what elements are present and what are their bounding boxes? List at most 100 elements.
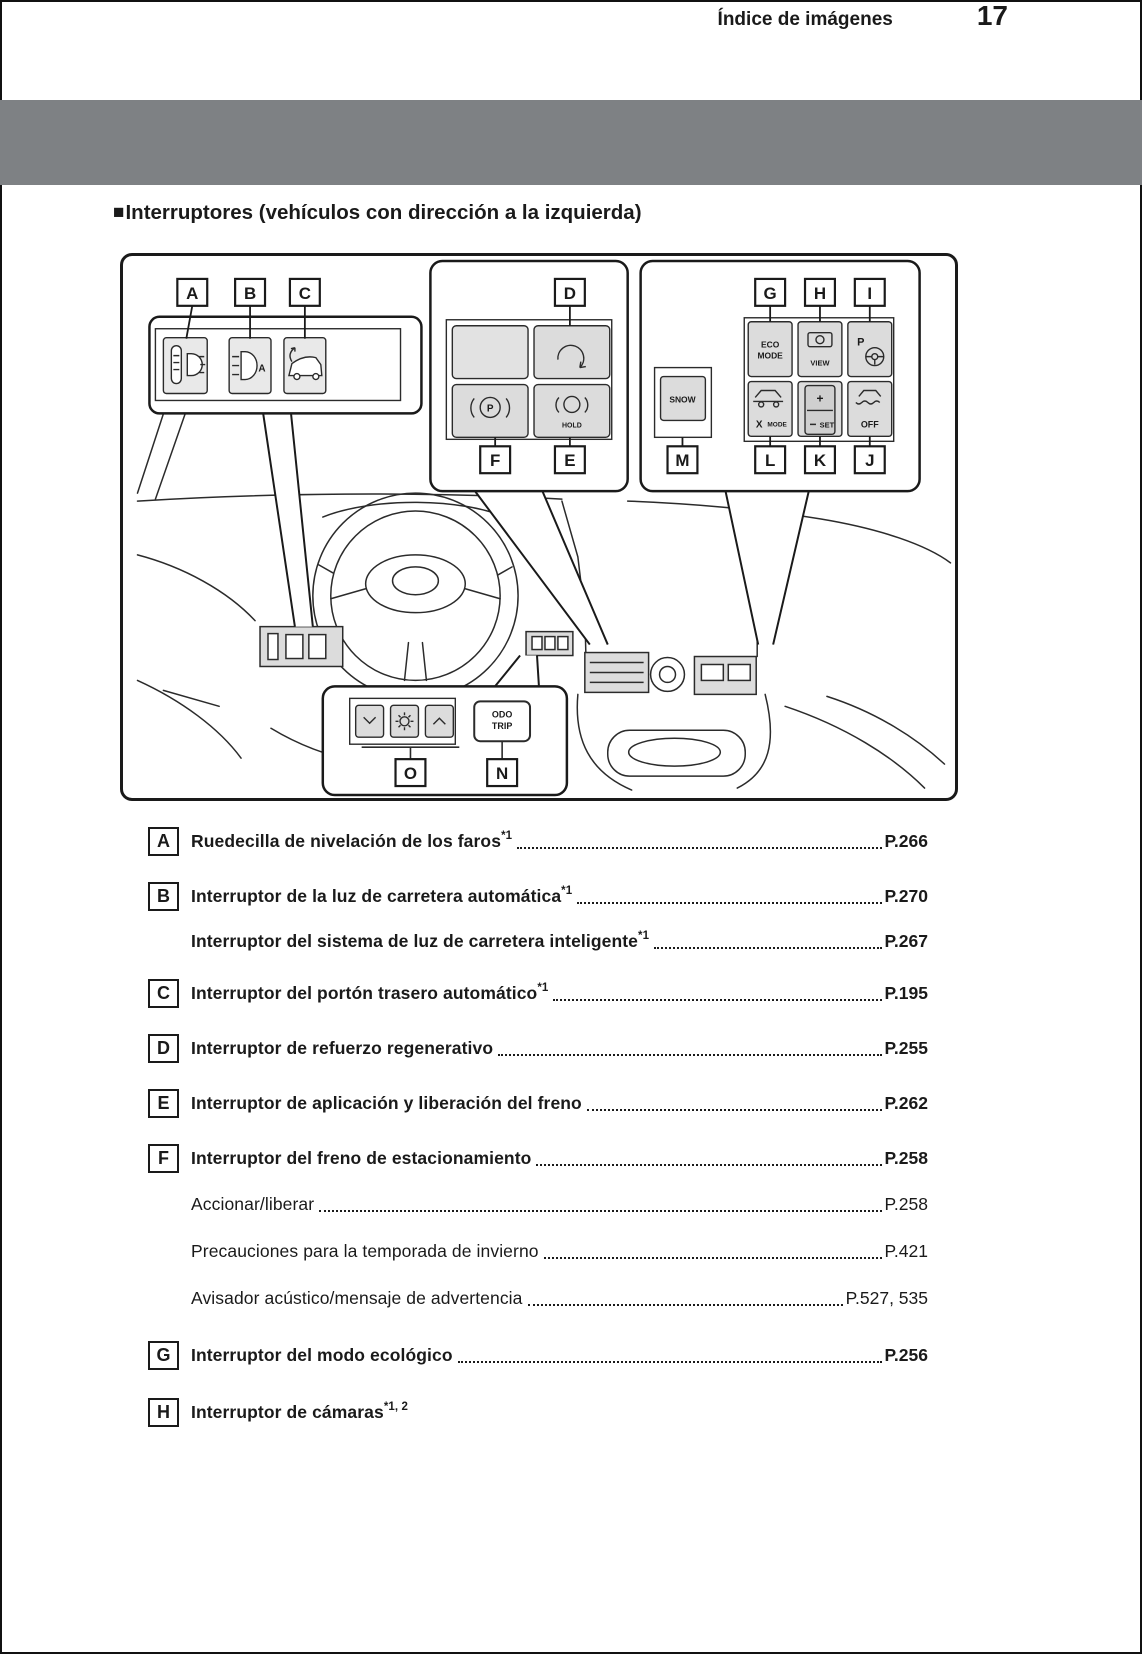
auto-a-glyph: A [258,364,265,375]
page-ref: P.195 [884,983,928,1003]
panel-ghi: ECO MODE VIEW P [653,317,895,443]
entry-text: Interruptor de refuerzo regenerativo [191,1038,494,1058]
slip-waves-icon [855,400,881,405]
high-beam-rays [232,355,240,376]
label-connectors [185,305,871,447]
xmode-car-icon [753,389,784,403]
x-mode-switch: X MODE [747,380,793,438]
switch-face-h [797,321,843,378]
switch-face-f [451,383,529,439]
index-letter-box-f: F [148,1144,179,1173]
chevron-down-icon [363,716,377,725]
off-label: OFF [861,419,879,429]
xmode-wheel-1 [757,401,765,408]
index-subrow-f3: Avisador acústico/mensaje de advertencia… [148,1284,928,1313]
label-box-d [553,277,586,307]
tail-def [473,489,609,646]
section-bullet-icon: ■ [113,202,125,223]
index-row-a: A Ruedecilla de nivelación de los faros*… [148,827,928,856]
label-box-m [666,445,699,475]
console-switch-cluster [584,651,757,696]
wheel-hub-cap [391,566,440,596]
dot-leader [553,998,882,1001]
tail-ghi-fill [725,490,810,645]
footnote-ref: *1 [638,930,650,943]
letter-spacer [148,1237,179,1266]
label-h: H [814,284,826,303]
label-box-g [754,277,787,307]
index-letter-box-g: G [148,1341,179,1370]
dot-leader [654,946,882,949]
wheel-spoke-right [464,588,501,600]
console-btn-2 [727,663,751,682]
label-box-h [803,277,837,307]
tail-ghi [724,489,810,645]
index-letter-box-c: C [148,979,179,1008]
cup-holder [627,737,722,767]
entry-text: Precauciones para la temporada de invier… [191,1241,539,1261]
switch-diagram-svg: A [136,259,952,797]
entry-text: Interruptor del sistema de luz de carret… [191,931,639,951]
dot-leader [536,1163,882,1166]
entry-label: Ruedecilla de nivelación de los faros*1 [191,830,512,852]
leveling-dial-icon [170,344,183,385]
switch-face-d [533,325,611,380]
view-label: VIEW [810,359,830,368]
dot-leader [517,846,882,849]
index-subrow-f2: Precauciones para la temporada de invier… [148,1237,928,1266]
dot-leader [527,1303,843,1306]
footnote-ref: *1 [561,885,573,898]
label-letters: A B C D G H I F E M L K J O N [186,284,874,783]
entry-label: Precauciones para la temporada de invier… [191,1241,539,1262]
page-ref: P.266 [884,831,928,851]
wheel-hub [364,554,467,614]
odo-trip-face [473,700,532,743]
steering-wheel [312,492,519,700]
car-wheel-2 [312,372,320,381]
set-plus: + [816,391,823,405]
page-ref: P.255 [884,1038,928,1058]
index-letter-box-d: D [148,1034,179,1063]
page-ref: P.256 [884,1345,928,1365]
entry-text: Avisador acústico/mensaje de advertencia [191,1288,523,1308]
car-wheel-1 [293,372,301,381]
shift-dial-center [658,665,677,684]
headlight-leveling-switch [162,337,208,395]
stalk-hints [318,564,513,576]
parking-brake-switch: P [451,383,529,439]
dot-leader [577,901,882,904]
cluster-up-switch [424,704,455,738]
brake-hold-switch: HOLD [533,383,611,439]
vent-slats-left [589,661,644,684]
high-beam-lens-icon [240,350,258,381]
snow-label: SNOW [669,394,695,404]
header-title: Índice de imágenes [717,9,893,30]
entry-label: Interruptor de cámaras*1, 2 [191,1401,408,1423]
left-switch-panel [259,625,344,668]
entry-label: Interruptor del freno de estacionamiento [191,1148,531,1169]
label-box-f [479,445,512,475]
label-e: E [564,451,575,470]
brightness-rays [395,712,414,731]
page-ref: P.527, 535 [845,1288,928,1308]
traction-off-switch: OFF [847,380,893,438]
highlight-panels [259,625,757,696]
tail-abc [262,412,314,627]
stalk-switch-panel [525,630,574,657]
cluster-down-switch [354,704,385,738]
parking-assist-switch: P [847,321,893,378]
panel-on: ODO TRIP [349,697,532,760]
switch-face-e [533,383,611,439]
door-line-2 [136,679,242,759]
switch-face-m [659,375,707,422]
index-row-d: D Interruptor de refuerzo regenerativo P… [148,1034,928,1063]
snow-mode-switch: SNOW [653,366,713,439]
label-g: G [764,284,777,303]
page-ref: P.258 [884,1194,928,1214]
index-letter-box-b: B [148,882,179,911]
index-row-c: C Interruptor del portón trasero automát… [148,979,928,1008]
label-n: N [496,764,508,783]
label-c: C [299,284,311,303]
page-ref: P.267 [884,931,928,951]
label-j: J [865,451,874,470]
